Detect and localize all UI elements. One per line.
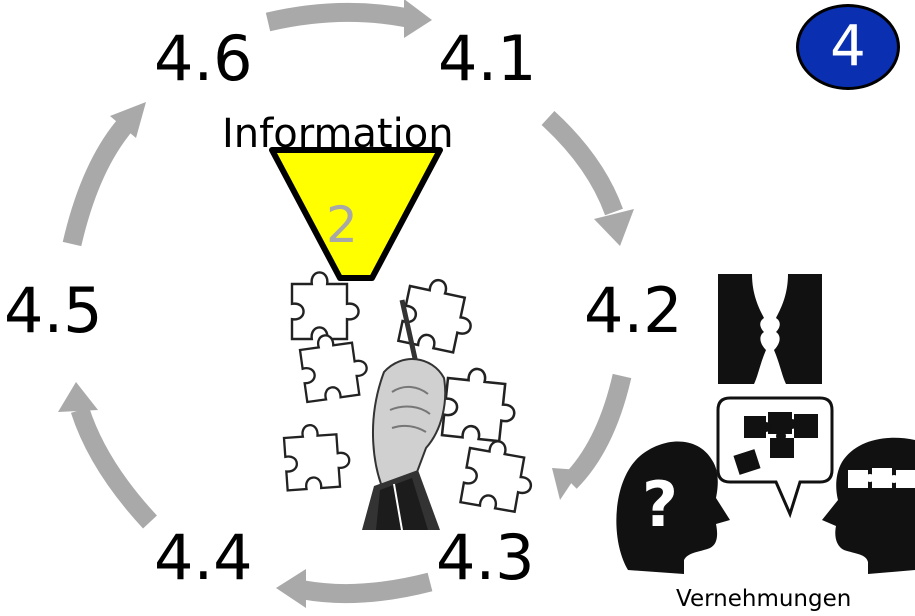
step-label-4-1: 4.1 bbox=[438, 22, 537, 95]
hand-drawing-icon bbox=[362, 299, 447, 531]
step-label-4-3: 4.3 bbox=[436, 521, 535, 594]
svg-text:?: ? bbox=[642, 468, 678, 541]
cycle-arrow-icon bbox=[58, 382, 157, 529]
interview-label: Vernehmungen bbox=[676, 586, 852, 612]
cycle-arrows bbox=[58, 0, 634, 608]
step-label-4-6: 4.6 bbox=[154, 22, 253, 95]
puzzle-piece-icon bbox=[459, 435, 539, 515]
puzzle-piece-icon bbox=[290, 271, 360, 341]
step-label-4-2: 4.2 bbox=[584, 274, 683, 347]
cycle-arrow-icon bbox=[276, 569, 433, 608]
badge-number: 4 bbox=[830, 14, 866, 79]
cycle-arrow-icon bbox=[265, 0, 432, 38]
faces-vase-icon bbox=[718, 274, 822, 384]
puzzle-head-icon bbox=[822, 437, 915, 574]
cycle-arrow-icon bbox=[552, 373, 632, 500]
step-label-4-5: 4.5 bbox=[4, 274, 103, 347]
question-head-icon: ? bbox=[616, 441, 730, 574]
puzzle-piece-icon bbox=[282, 421, 353, 492]
step-badge: 4 bbox=[796, 4, 900, 90]
puzzle-piece-icon bbox=[440, 364, 520, 444]
step-label-4-4: 4.4 bbox=[154, 521, 253, 594]
cycle-arrow-icon bbox=[541, 110, 634, 246]
funnel-number: 2 bbox=[326, 196, 358, 254]
cycle-arrow-icon bbox=[62, 102, 146, 247]
information-label: Information bbox=[222, 111, 454, 157]
speech-bubble-icon bbox=[716, 396, 834, 519]
funnel-icon bbox=[269, 147, 443, 281]
puzzle-piece-icon bbox=[297, 329, 372, 404]
